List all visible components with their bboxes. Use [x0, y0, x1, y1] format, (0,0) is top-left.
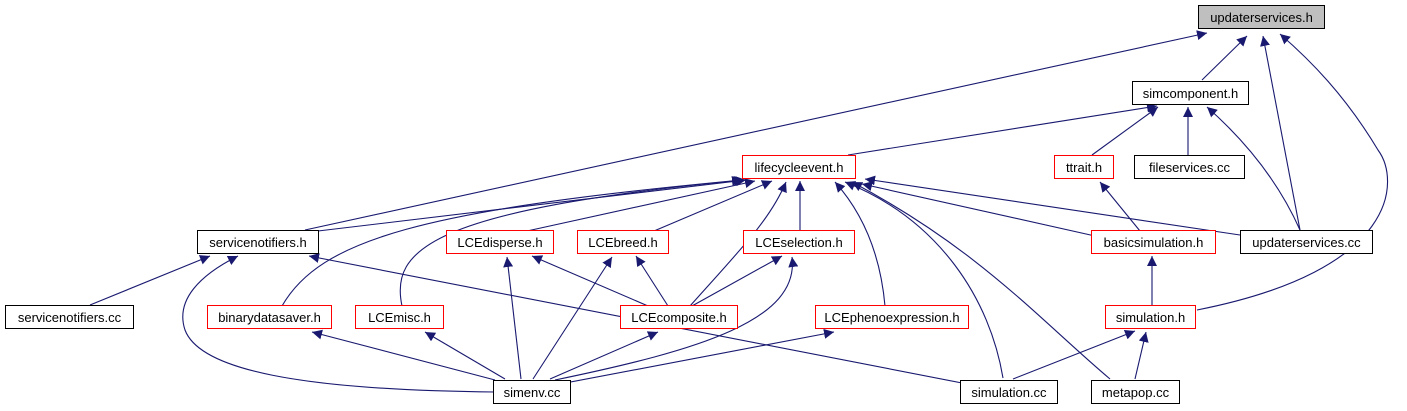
edge-simenv-to-lcemisc [424, 331, 506, 380]
node-label: binarydatasaver.h [218, 309, 321, 325]
edge-simenv-to-lcephenoexpression [559, 328, 835, 385]
edge-simulationcc-to-lifecycleevent [844, 181, 1004, 379]
node-simulation-h[interactable]: simulation.h [1105, 305, 1196, 329]
node-label: servicenotifiers.cc [17, 309, 122, 325]
edge-lcebreed-to-lifecycleevent [653, 180, 773, 232]
node-servicenotifiers-h[interactable]: servicenotifiers.h [197, 230, 319, 254]
node-lcemisc-h[interactable]: LCEmisc.h [355, 305, 444, 329]
edge-lifecycleevent-to-simcomponent [847, 102, 1158, 156]
edge-updaterservicescc-to-updaterservices [1260, 35, 1301, 231]
edge-lcephenoexpression-to-lifecycleevent [834, 181, 886, 307]
edge-simcomponent-to-updaterservices [1201, 35, 1248, 81]
node-lcecomposite-h[interactable]: LCEcomposite.h [620, 305, 738, 329]
node-updaterservices-cc[interactable]: updaterservices.cc [1240, 230, 1373, 254]
node-label: LCEdisperse.h [457, 234, 543, 250]
node-basicsimulation-h[interactable]: basicsimulation.h [1091, 230, 1216, 254]
node-fileservices-cc[interactable]: fileservices.cc [1134, 155, 1245, 179]
edge-metapop-to-lifecycleevent [851, 181, 1111, 380]
edge-simulationh-to-updaterservices [1196, 33, 1389, 311]
edge-binarydatasaver-to-lifecycleevent [281, 175, 743, 307]
node-label: LCEmisc.h [368, 309, 431, 325]
edge-ttrait-to-simcomponent [1091, 106, 1159, 156]
node-label: simulation.h [1115, 309, 1186, 325]
edge-servicenotifierscc-to-servicenotifiersh [89, 255, 211, 306]
edge-simenv-to-binarydatasaver [311, 329, 496, 381]
node-label: LCEselection.h [755, 234, 843, 250]
edge-basicsimulation-to-lifecycleevent [861, 181, 1096, 237]
edge-updaterservicescc-to-simcomponent [1206, 106, 1301, 231]
node-label: metapop.cc [1101, 384, 1170, 400]
node-label: simulation.cc [971, 384, 1047, 400]
node-label: updaterservices.h [1210, 9, 1313, 25]
node-lcebreed-h[interactable]: LCEbreed.h [577, 230, 669, 254]
edge-servicenotifiersh-to-lifecycleevent [317, 176, 747, 232]
edge-lcecomposite-to-lceselection [691, 255, 783, 307]
dependency-edges [89, 30, 1389, 393]
node-label: servicenotifiers.h [209, 234, 307, 250]
edge-lcecomposite-to-lcedisperse [531, 255, 649, 307]
edge-lcecomposite-to-lcebreed [635, 255, 669, 307]
node-lcedisperse-h[interactable]: LCEdisperse.h [446, 230, 554, 254]
edge-servicenotifiersh-to-updaterservices [304, 30, 1208, 231]
edge-simenv-to-servicenotifiersh [182, 255, 496, 393]
node-label: LCEphenoexpression.h [824, 309, 960, 325]
node-label: basicsimulation.h [1103, 234, 1204, 250]
edge-simenv-to-lcedisperse [503, 256, 522, 380]
node-updaterservices-h: updaterservices.h [1198, 5, 1325, 29]
node-label: simcomponent.h [1142, 85, 1239, 101]
edge-basicsimulation-to-ttrait [1099, 181, 1141, 232]
node-simcomponent-h[interactable]: simcomponent.h [1132, 81, 1249, 105]
node-lifecycleevent-h[interactable]: lifecycleevent.h [742, 155, 856, 179]
node-binarydatasaver-h[interactable]: binarydatasaver.h [207, 305, 332, 329]
node-label: LCEbreed.h [588, 234, 658, 250]
edge-simenv-to-lceselection [554, 256, 799, 381]
edge-updaterservicescc-to-lifecycleevent [864, 175, 1241, 236]
node-simenv-cc[interactable]: simenv.cc [493, 380, 571, 404]
node-label: simenv.cc [503, 384, 561, 400]
edge-simulationcc-to-simulationh [1012, 330, 1136, 380]
node-label: lifecycleevent.h [754, 159, 844, 175]
node-label: ttrait.h [1065, 159, 1103, 175]
edge-simenv-to-lcecomposite [549, 331, 659, 380]
node-ttrait-h[interactable]: ttrait.h [1054, 155, 1114, 179]
node-label: updaterservices.cc [1252, 234, 1361, 250]
node-lceselection-h[interactable]: LCEselection.h [743, 230, 855, 254]
node-lcephenoexpression-h[interactable]: LCEphenoexpression.h [815, 305, 969, 329]
edge-simenv-to-lcebreed [532, 256, 613, 380]
node-metapop-cc[interactable]: metapop.cc [1091, 380, 1180, 404]
node-label: LCEcomposite.h [631, 309, 727, 325]
node-simulation-cc[interactable]: simulation.cc [960, 380, 1058, 404]
node-servicenotifiers-cc[interactable]: servicenotifiers.cc [5, 305, 134, 329]
edge-metapop-to-simulationh [1134, 331, 1149, 380]
edge-lcedisperse-to-lifecycleevent [526, 178, 756, 232]
node-label: fileservices.cc [1149, 159, 1230, 175]
